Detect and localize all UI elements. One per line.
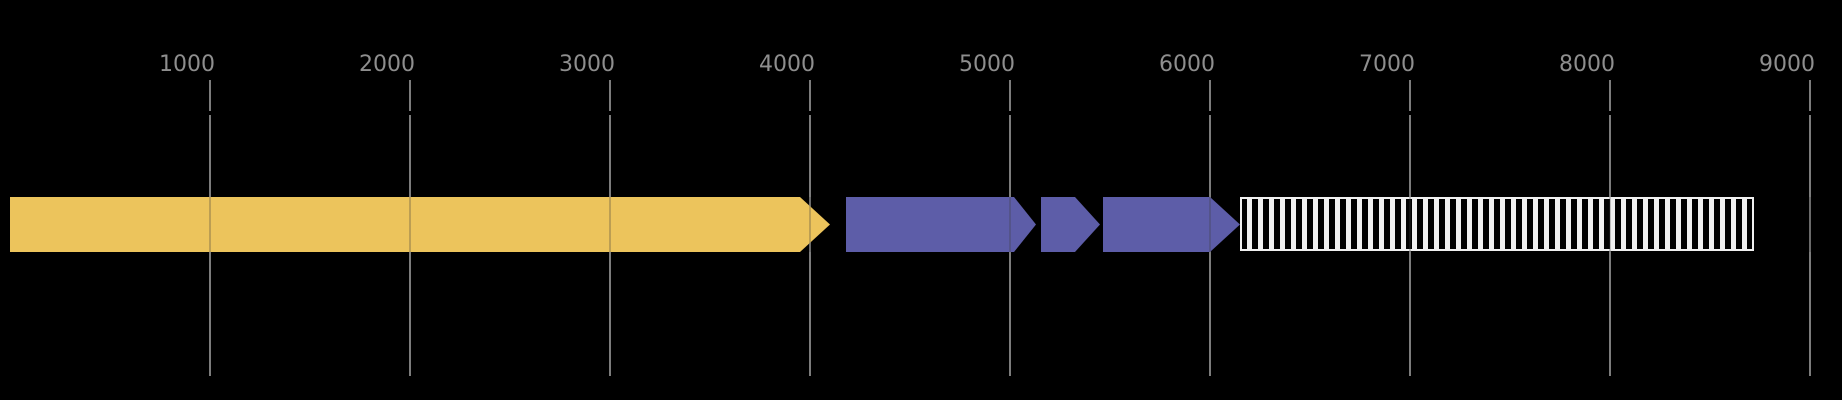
tick-label-8000: 8000 <box>1559 52 1615 77</box>
gene-arrow-2 <box>846 197 1036 252</box>
gene-arrow-1 <box>10 197 830 252</box>
tick-label-5000: 5000 <box>959 52 1015 77</box>
tick-label-7000: 7000 <box>1359 52 1415 77</box>
tick-label-6000: 6000 <box>1159 52 1215 77</box>
tick-label-3000: 3000 <box>559 52 615 77</box>
tick-label-4000: 4000 <box>759 52 815 77</box>
tick-label-2000: 2000 <box>359 52 415 77</box>
tick-label-9000: 9000 <box>1759 52 1815 77</box>
tick-label-1000: 1000 <box>159 52 215 77</box>
gene-arrow-4 <box>1103 197 1240 252</box>
hatched-region <box>1240 197 1754 251</box>
gene-arrow-3 <box>1041 197 1100 252</box>
